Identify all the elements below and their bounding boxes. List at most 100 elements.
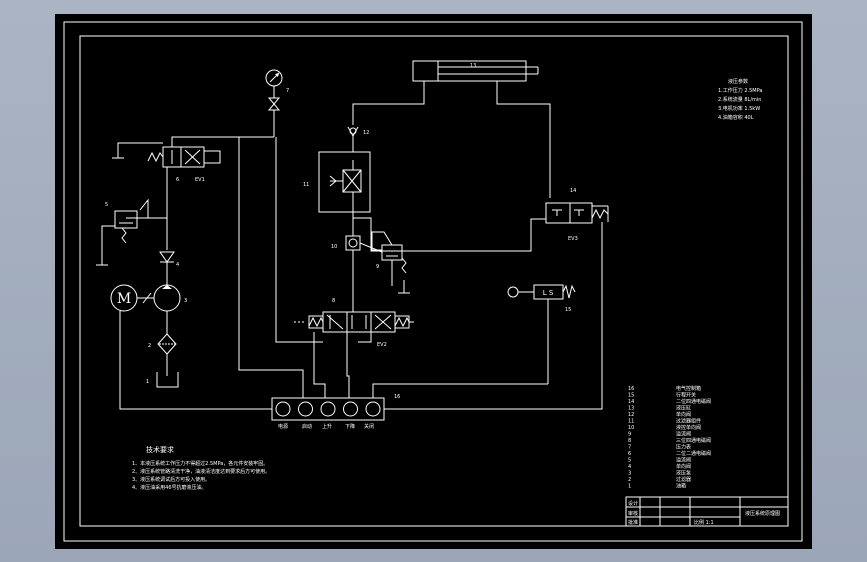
motor-label: M [117, 291, 131, 307]
label-ev2: EV2 [377, 342, 387, 348]
control-btn-label: 电源 [278, 423, 288, 430]
parts-list-no: 5 [628, 458, 631, 464]
label-2: 2 [148, 343, 151, 349]
parts-list-name: 液压缸 [676, 405, 691, 412]
control-btn-label: 上升 [322, 423, 332, 430]
label-ev3: EV3 [568, 236, 578, 242]
parts-list-name: 压力表 [676, 444, 691, 451]
solenoid-valve-ev3: 14 EV3 [545, 188, 609, 242]
line-cyl-left [352, 81, 425, 125]
parts-list: 1 6 电气控制箱 15 行程开关 14 二位四通电磁阀 13 液压缸 12 单向阀 11 过滤器组件 1… [628, 385, 711, 490]
control-btn-label: 下降 [345, 423, 355, 430]
tb-row2: 审核 [628, 510, 638, 517]
control-button [365, 401, 381, 417]
parts-list-no: 11 [628, 419, 634, 425]
label-3: 3 [184, 298, 187, 304]
control-btn-label: 关闭 [364, 423, 374, 430]
note-line: 2、液压系统管路清洗干净，油液清洁度达到要求后方可使用。 [132, 468, 270, 475]
note-line: 1、本液压系统工作压力不得超过2.5MPa，各元件安装牢固。 [132, 460, 268, 467]
label-6: 6 [176, 177, 179, 183]
filter-assembly-11: 11 [303, 151, 371, 236]
parts-list-name: 油箱 [676, 483, 686, 490]
line-cyl-right [496, 81, 551, 198]
check-valve-4: 4 [159, 251, 179, 285]
parts-list-no: 8 [628, 438, 631, 444]
label-1: 1 [146, 379, 149, 385]
parts-list-no: 14 [628, 399, 634, 405]
parts-list-no: 13 [628, 406, 634, 412]
relief-valve-5: 5 [96, 198, 167, 266]
motor: M [110, 284, 154, 312]
parts-list-no: 1 [628, 484, 631, 490]
line-gauge-down [238, 137, 304, 398]
parts-list-no: 6 [628, 451, 631, 457]
parts-list-no: 2 [628, 477, 631, 483]
note-line: 4、液压油采用46号抗磨液压油。 [132, 484, 207, 491]
parts-list-name: 单向阀 [676, 411, 691, 418]
spec-line: 1.工作压力 2.5MPa [718, 87, 762, 94]
solenoid-valve-ev2: 8 EV2 [294, 298, 414, 348]
line-ev3-right [384, 222, 603, 410]
scale-label: 比例 1:1 [694, 519, 714, 526]
parts-list-name: 溢流阀 [676, 457, 691, 464]
parts-list-name: 二位二通电磁阀 [676, 450, 711, 457]
parts-list-no: 12 [628, 412, 634, 418]
parts-list-no: 7 [628, 445, 631, 451]
parts-list-no: 15 [628, 393, 634, 399]
tb-row3: 批准 [628, 519, 638, 526]
pressure-gauge-7: 7 [265, 69, 289, 137]
control-box-16: 16 电源 启动 上升 下降 关闭 [271, 394, 400, 430]
control-btn-label: 启动 [302, 423, 312, 430]
tb-row1: 设计 [628, 500, 638, 507]
parts-list-no: 4 [628, 464, 631, 470]
spec-block: 液压参数 1.工作压力 2.5MPa 2.系统流量 8L/min 3.电机功率 … [718, 78, 762, 121]
line-ev3-filter [353, 217, 546, 252]
parts-list-name: 过滤器组件 [676, 418, 701, 425]
title-block: 设计 审核 批准 液压系统原理图 比例 1:1 [625, 496, 789, 527]
check-valve-12: 12 [347, 126, 369, 152]
line-ev2-bottom-b [346, 332, 350, 398]
outer-border [63, 21, 803, 542]
limit-switch-15: L S 15 [507, 284, 576, 384]
parts-list-name: 行程开关 [676, 392, 696, 399]
parts-list-name: 液控单向阀 [676, 424, 701, 431]
drawing-sheet [55, 14, 812, 549]
label-11: 11 [303, 182, 309, 188]
line-ev2-bottom-a [313, 332, 326, 398]
line-ls-box [372, 383, 548, 398]
label-14: 14 [570, 188, 576, 194]
parts-list-name: 过滤器 [676, 476, 691, 483]
control-button [298, 401, 313, 417]
label-7: 7 [286, 88, 289, 94]
parts-list-name: 溢流阀 [676, 431, 691, 438]
parts-list-name: 二位四通电磁阀 [676, 398, 711, 405]
control-button [320, 401, 336, 417]
label-5: 5 [105, 202, 108, 208]
line-motor-left [119, 311, 272, 410]
line-ev1-gauge [171, 136, 274, 147]
drawing-name: 液压系统原理图 [745, 510, 780, 517]
hydraulic-cylinder-13: 13 [412, 60, 539, 82]
parts-list-no: 10 [628, 425, 634, 431]
parts-list-name: 单向阀 [676, 463, 691, 470]
label-10: 10 [331, 244, 337, 250]
technical-notes: 技术要求 1、本液压系统工作压力不得超过2.5MPa，各元件安装牢固。 2、液压… [132, 445, 270, 491]
note-line: 3、液压系统调试后方可投入使用。 [132, 476, 210, 483]
filter-2: 2 [148, 333, 177, 376]
notes-title: 技术要求 [146, 445, 174, 454]
label-16: 16 [394, 394, 400, 400]
label-15: 15 [565, 307, 571, 313]
relief-valve-9: 9 [359, 231, 410, 294]
spec-line: 2.系统流量 8L/min [718, 96, 761, 103]
spec-line: 3.电机功率 1.5kW [718, 105, 760, 112]
parts-list-name: 电气控制箱 [676, 385, 701, 392]
spec-line: 4.油箱容积 40L [718, 114, 754, 121]
line-ev1-tank [117, 142, 163, 158]
parts-list-name: 三位四通电磁阀 [676, 437, 711, 444]
spec-title: 液压参数 [728, 78, 748, 85]
label-ls: L S [543, 289, 554, 297]
control-buttons [275, 401, 381, 417]
parts-list-no: 9 [628, 432, 631, 438]
